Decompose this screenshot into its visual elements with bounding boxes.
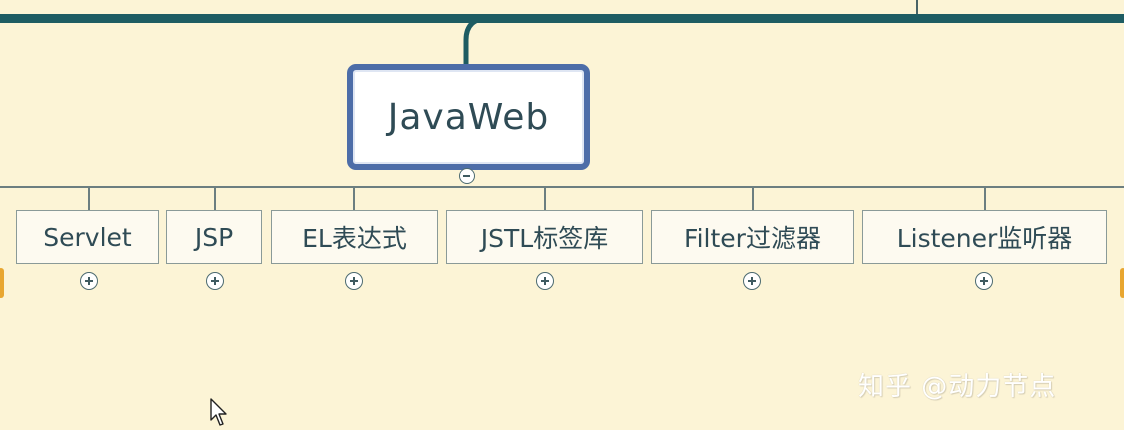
child-connector [214, 186, 216, 210]
child-connector [984, 186, 986, 210]
expand-icon[interactable] [80, 272, 98, 290]
root-node[interactable]: JavaWeb [347, 64, 590, 170]
child-node-filter[interactable]: Filter过滤器 [651, 210, 854, 264]
expand-icon[interactable] [345, 272, 363, 290]
left-edge-decoration [0, 268, 4, 298]
child-connector [544, 186, 546, 210]
parent-branch-bar [0, 14, 1124, 23]
expand-icon[interactable] [743, 272, 761, 290]
collapse-icon[interactable] [459, 168, 475, 184]
child-node-jsp[interactable]: JSP [166, 210, 262, 264]
child-node-jstl[interactable]: JSTL标签库 [446, 210, 643, 264]
watermark: 知乎 @动力节点 [858, 372, 1057, 402]
child-connector [752, 186, 754, 210]
child-node-servlet[interactable]: Servlet [16, 210, 159, 264]
right-edge-decoration [1120, 268, 1124, 298]
expand-icon[interactable] [206, 272, 224, 290]
child-node-el[interactable]: EL表达式 [271, 210, 438, 264]
root-connector [463, 15, 491, 70]
mouse-cursor-icon [210, 398, 227, 426]
children-branch-line [0, 186, 1124, 188]
child-node-listener[interactable]: Listener监听器 [862, 210, 1107, 264]
expand-icon[interactable] [975, 272, 993, 290]
expand-icon[interactable] [536, 272, 554, 290]
child-connector [88, 186, 90, 210]
parent-connector-line [916, 0, 918, 16]
child-connector [353, 186, 355, 210]
